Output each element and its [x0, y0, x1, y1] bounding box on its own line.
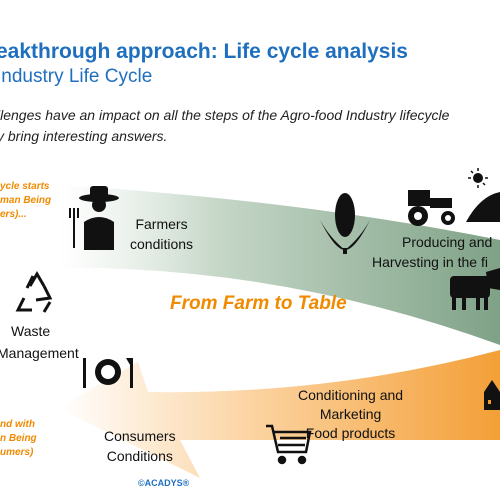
end-note: nd with n Being umers): [0, 419, 37, 458]
factory-icon: [484, 380, 500, 410]
intro-line-1: llenges have an impact on all the steps …: [0, 107, 450, 123]
copyright-label: ©ACADYS®: [138, 478, 190, 488]
waste-management-label: Waste Management: [0, 323, 79, 361]
consumers-conditions-label: Consumers Conditions: [104, 428, 176, 464]
green-arrow-band: [58, 185, 500, 345]
orange-return-arrow: [58, 350, 500, 478]
farmer-icon: [69, 186, 119, 250]
producing-harvesting-label: Producing and Harvesting in the fi: [372, 234, 493, 270]
slide-title: eakthrough approach: Life cycle analysis: [0, 40, 408, 63]
from-farm-to-table-label: From Farm to Table: [170, 293, 347, 314]
field-sun-icon: [466, 168, 500, 222]
cow-icon: [450, 268, 500, 310]
conditioning-marketing-label: Conditioning and Marketing Food products: [298, 387, 404, 441]
slide-subtitle: Industry Life Cycle: [0, 66, 153, 87]
start-note: ycle starts man Being ers)...: [0, 181, 52, 220]
farmers-conditions-label: Farmers conditions: [130, 216, 194, 252]
recycle-icon: [15, 271, 53, 313]
plate-cutlery-icon: [83, 358, 133, 388]
tractor-icon: [408, 190, 455, 226]
corn-icon: [320, 193, 370, 254]
intro-line-2: y bring interesting answers.: [0, 128, 168, 144]
shopping-cart-icon: [266, 424, 312, 465]
